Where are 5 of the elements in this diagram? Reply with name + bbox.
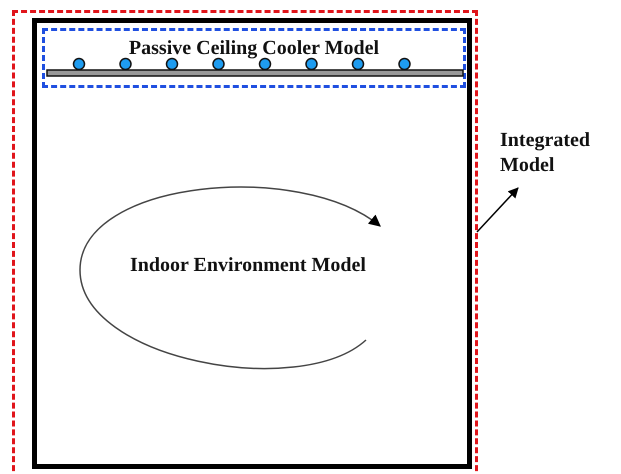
model-title: Indoor Environment Model — [130, 253, 367, 278]
arrow — [476, 187, 519, 233]
label-text: Integrated Model — [500, 128, 591, 178]
dashed-model-box — [42, 28, 466, 88]
model-title: Passive Ceiling Cooler Model — [128, 36, 380, 61]
